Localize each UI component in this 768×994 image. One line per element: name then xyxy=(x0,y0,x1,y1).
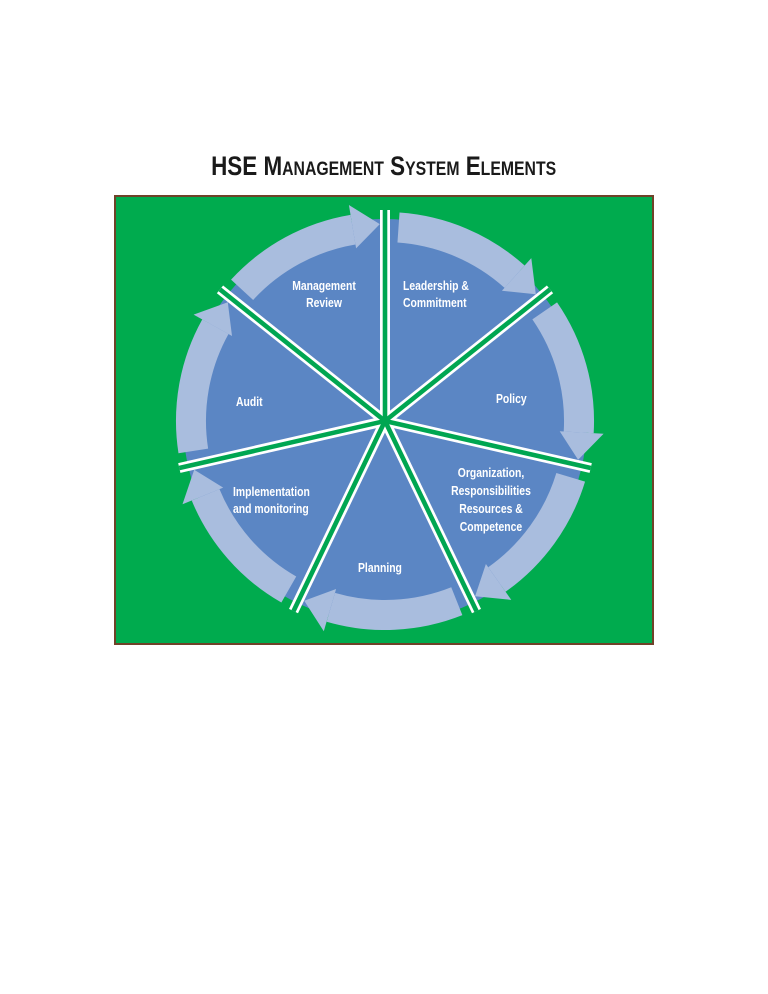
label-line: Implementation xyxy=(233,484,310,499)
segment-label-organization: Organization, Responsibilities Resources… xyxy=(431,464,551,536)
flow-arc-management-review xyxy=(231,214,356,301)
flow-arc-planning xyxy=(326,587,463,630)
spoke-core xyxy=(178,418,386,471)
flow-arc-audit xyxy=(175,319,229,454)
flow-arrowhead-audit xyxy=(193,302,232,336)
flow-arrowhead-management-review xyxy=(348,205,380,249)
spoke-core xyxy=(218,287,387,423)
diagram-title: HSE Management System Elements xyxy=(0,151,768,181)
label-line: Resources & xyxy=(459,501,523,516)
spoke-core xyxy=(384,418,592,471)
flow-arc-leadership-commitment xyxy=(397,212,525,289)
label-line: Organization, xyxy=(457,465,525,480)
flow-arrowhead-policy xyxy=(559,431,604,460)
diagram-panel: Management Review Leadership & Commitmen… xyxy=(114,195,654,645)
segment-label-leadership-commitment: Leadership & Commitment xyxy=(403,277,469,311)
flow-arrowhead-implementation-monitoring xyxy=(182,469,224,505)
segment-label-policy: Policy xyxy=(496,390,527,407)
spoke-core xyxy=(383,287,552,423)
label-line: and monitoring xyxy=(233,501,309,516)
flow-arrowhead-leadership-commitment xyxy=(501,258,536,295)
hse-wheel-graphic xyxy=(175,205,604,632)
flow-arc-organization-responsibilities xyxy=(488,472,586,592)
label-line: Planning xyxy=(358,560,402,575)
diagram-title-text: HSE Management System Elements xyxy=(211,151,557,181)
label-line: Competence xyxy=(459,519,523,534)
flow-arrowhead-organization-responsibilities xyxy=(475,564,512,600)
label-line: Commitment xyxy=(403,295,467,310)
segment-label-audit: Audit xyxy=(236,393,263,410)
flow-arrowhead-planning xyxy=(304,589,337,632)
spoke-core xyxy=(382,420,479,613)
label-line: Management xyxy=(292,278,356,293)
label-line: Policy xyxy=(496,391,527,406)
flow-arc-policy xyxy=(532,302,595,434)
label-line: Leadership & xyxy=(403,278,469,293)
label-line: Audit xyxy=(236,394,263,409)
flow-arc-implementation-monitoring xyxy=(191,488,297,603)
segment-label-planning: Planning xyxy=(358,559,402,576)
label-line: Responsibilities xyxy=(451,483,531,498)
label-line: Review xyxy=(306,295,342,310)
segment-label-implementation: Implementation and monitoring xyxy=(233,483,310,517)
segment-label-management-review: Management Review xyxy=(274,277,373,311)
spoke-core xyxy=(291,420,388,613)
